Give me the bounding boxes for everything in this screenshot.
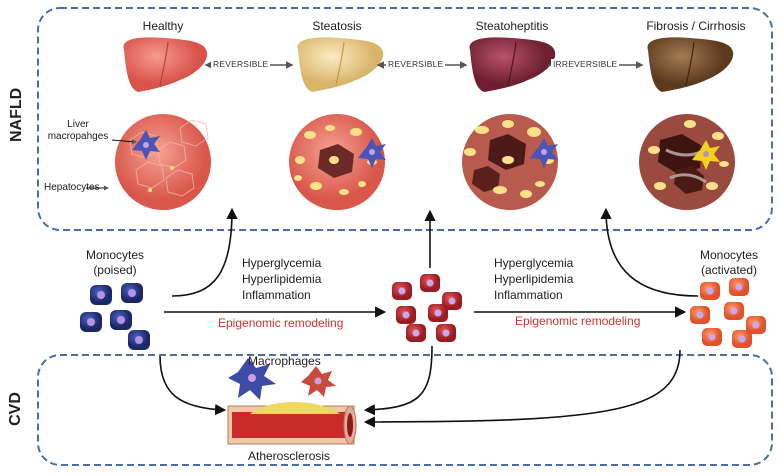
- activated-monocytes-line2: (activated): [700, 263, 758, 277]
- intermediate-monocytes: [392, 274, 462, 342]
- steatohepatitis-tissue: [462, 114, 558, 210]
- poised-monocytes: [80, 283, 150, 350]
- right-factor-hyperlipidemia: Hyperlipidemia: [494, 272, 574, 286]
- steatohepatitis-liver: [469, 37, 556, 92]
- right-epigenomic-remodeling: Epigenomic remodeling: [515, 314, 641, 328]
- irreversible-label: IRREVERSIBLE: [551, 59, 620, 69]
- flow-activated-to-vessel: [363, 349, 681, 428]
- left-factor-hyperglycemia: Hyperglycemia: [242, 256, 322, 270]
- activated-monocytes-line1: Monocytes: [699, 248, 759, 262]
- reversible-label-1: REVERSIBLE: [211, 59, 271, 69]
- healthy-tissue: [115, 114, 211, 210]
- nafld-frame: [37, 7, 773, 231]
- fibrosis-label: Fibrosis / Cirrhosis: [646, 19, 746, 33]
- flow-mid-to-vessel: [363, 345, 433, 416]
- left-epigenomic-remodeling: Epigenomic remodeling: [218, 316, 344, 330]
- steatosis-liver: [297, 37, 384, 92]
- atherosclerosis-label: Atherosclerosis: [248, 449, 331, 463]
- nafld-section-label: NAFLD: [8, 87, 25, 142]
- macrophages-label: Macrophages: [248, 354, 321, 368]
- activated-monocytes: [690, 278, 766, 348]
- flow-poised-to-vessel: [159, 355, 227, 416]
- steatosis-label: Steatosis: [312, 19, 362, 33]
- cvd-frame: [37, 354, 773, 466]
- reversible-label-2: REVERSIBLE: [386, 59, 446, 69]
- right-factor-inflammation: Inflammation: [494, 288, 563, 302]
- flow-to-fibrosis: [600, 207, 699, 297]
- poised-monocytes-line2: (poised): [93, 263, 137, 277]
- poised-monocytes-line1: Monocytes: [85, 248, 145, 262]
- cvd-macrophages: [228, 358, 336, 400]
- hepatocytes-callout: Hepatocytes: [44, 182, 100, 193]
- healthy-liver: [123, 37, 208, 92]
- steatohepatitis-label: Steatoheptitis: [475, 19, 549, 33]
- right-factor-hyperglycemia: Hyperglycemia: [494, 256, 574, 270]
- fibrosis-liver: [647, 37, 734, 92]
- left-factor-hyperlipidemia: Hyperlipidemia: [242, 272, 322, 286]
- atherosclerotic-artery: [227, 402, 357, 445]
- flow-to-steatosis: [171, 207, 238, 297]
- fibrosis-tissue: [639, 114, 735, 210]
- cvd-section-label: CVD: [7, 392, 24, 426]
- macrophage-callout-arrow: [111, 139, 137, 145]
- left-factor-inflammation: Inflammation: [242, 288, 311, 302]
- healthy-label: Healthy: [142, 19, 184, 33]
- steatosis-tissue: [289, 114, 386, 210]
- macrophages-callout-line2: macropahges: [47, 131, 109, 142]
- macrophages-callout-line1: Liver: [67, 119, 89, 130]
